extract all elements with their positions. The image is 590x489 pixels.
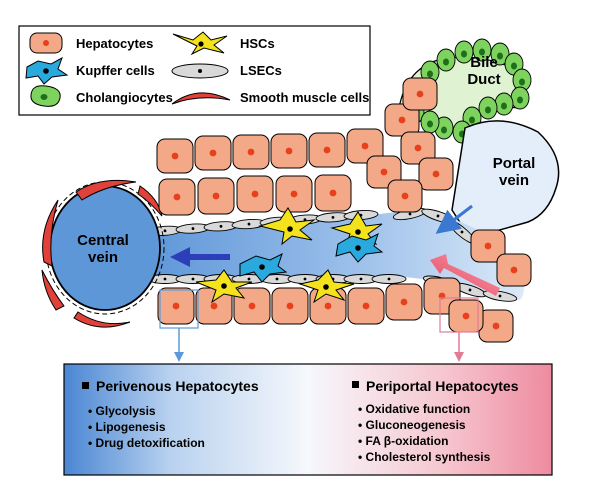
bile-duct-label-line1: Bile	[470, 54, 498, 71]
periportal-item: • Gluconeogenesis	[358, 418, 466, 432]
perivenous-bullet	[82, 382, 89, 389]
hepatocyte-plates	[156, 77, 532, 343]
legend-label-smooth-muscle-cells: Smooth muscle cells	[240, 90, 369, 105]
cholangiocyte	[436, 48, 456, 72]
perivenous-item: • Drug detoxification	[88, 436, 205, 450]
periportal-item: • Cholesterol synthesis	[358, 450, 491, 464]
cholangiocyte	[478, 96, 498, 120]
hepatocyte	[156, 138, 194, 174]
portal-inflow-arrow	[435, 204, 473, 234]
hepatocyte	[478, 309, 514, 343]
periportal-item: • Oxidative function	[358, 402, 470, 416]
central-flow-arrow	[170, 247, 230, 267]
hepatocyte	[236, 175, 274, 213]
cholangiocyte	[494, 92, 514, 116]
legend-label-lsecs: LSECs	[240, 63, 282, 78]
legend: Hepatocytes HSCs Kupffer cells LSECs Cho…	[18, 25, 371, 116]
hepatocyte	[366, 155, 402, 189]
hsc-cell	[298, 269, 355, 304]
portal-vein	[451, 120, 560, 239]
central-vein-label-line2: vein	[88, 249, 118, 266]
portal-vein-label-line2: vein	[499, 172, 529, 189]
kupffer-cell	[239, 253, 288, 283]
cholangiocyte	[472, 38, 492, 62]
hsc-icon	[172, 31, 228, 56]
legend-label-kupffer-cells: Kupffer cells	[76, 63, 155, 78]
periportal-connector-head	[454, 352, 464, 362]
cholangiocyte-icon	[30, 85, 61, 107]
smooth-muscle-layer	[41, 179, 163, 328]
perivenous-item: • Glycolysis	[88, 404, 156, 418]
lsec	[175, 223, 211, 234]
hepatocyte	[346, 128, 384, 164]
perivenous-connector-head	[174, 352, 184, 362]
zonation-box: Perivenous Hepatocytes • Glycolysis • Li…	[63, 363, 553, 476]
kupffer-cell	[335, 233, 384, 263]
hepatocyte	[385, 283, 423, 321]
hepatocyte	[158, 178, 196, 216]
smooth-muscle-cell-icon	[171, 92, 231, 105]
hepatocyte	[448, 299, 484, 333]
hsc-cell	[258, 207, 316, 246]
lsec	[371, 274, 407, 284]
cholangiocyte	[510, 86, 530, 110]
lsec-icon	[171, 63, 229, 79]
hepatocyte	[275, 175, 313, 213]
legend-label-cholangiocytes: Cholangiocytes	[76, 90, 173, 105]
hepatocyte	[232, 134, 270, 170]
hepatocyte	[270, 133, 308, 169]
central-vein: Central vein	[45, 181, 165, 315]
periportal-bullet	[352, 381, 359, 388]
hepatocyte	[194, 135, 232, 171]
hsc-cell	[195, 269, 253, 304]
hepatocyte	[314, 174, 352, 212]
legend-label-hscs: HSCs	[240, 36, 275, 51]
periportal-title: Periportal Hepatocytes	[366, 378, 519, 394]
perivenous-title: Perivenous Hepatocytes	[96, 378, 259, 394]
hepatocyte	[470, 229, 506, 263]
central-vein-label-line1: Central	[77, 232, 129, 249]
hepatocyte	[157, 287, 195, 325]
cholangiocyte	[490, 42, 510, 66]
hepatocyte	[308, 132, 346, 168]
portal-vein-label-line1: Portal	[493, 155, 536, 172]
kupffer-cell-icon	[25, 56, 69, 85]
hepatocyte	[347, 287, 385, 325]
hepatocyte	[402, 77, 438, 111]
hepatocyte	[496, 253, 532, 287]
cholangiocyte	[454, 40, 474, 64]
hepatocyte	[418, 157, 454, 191]
perivenous-item: • Lipogenesis	[88, 420, 166, 434]
cholangiocyte	[420, 110, 440, 134]
legend-label-hepatocytes: Hepatocytes	[76, 36, 153, 51]
periportal-item: • FA β-oxidation	[358, 434, 448, 448]
hepatocyte	[197, 177, 235, 215]
hepatocyte-icon	[29, 32, 63, 54]
arterial-flow-arrow	[430, 254, 500, 296]
bile-duct-label-line2: Duct	[467, 71, 500, 88]
hepatocyte	[271, 287, 309, 325]
hepatocyte	[400, 131, 436, 165]
hepatocyte	[387, 179, 423, 213]
